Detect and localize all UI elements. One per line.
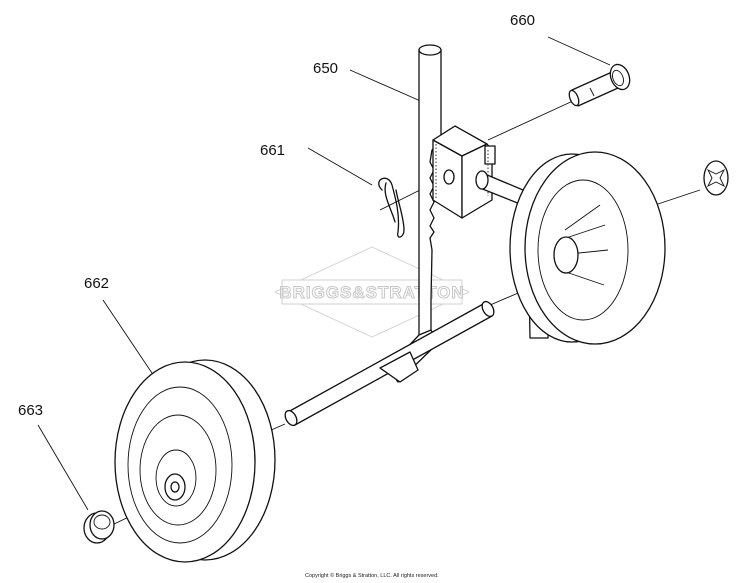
hairpin-clip-661 [378,177,405,238]
leader-660 [547,36,611,66]
rear-wheel-right [509,151,666,345]
callout-660: 660 [510,12,536,29]
hub-cap-663 [83,510,115,544]
leader-661 [307,147,373,186]
callout-650: 650 [313,60,339,77]
pin-660 [568,63,631,107]
watermark-text: BRIGGS&STRATTON [279,283,464,302]
leader-650 [349,69,426,104]
callout-663: 663 [18,402,44,419]
copyright-notice: Copyright © Briggs & Stratton, LLC. All … [305,573,439,579]
hub-cap-right [703,160,729,196]
leader-662 [102,299,161,386]
callout-661: 661 [260,142,286,159]
leader-663 [37,424,89,511]
callout-662: 662 [84,275,110,292]
briggs-stratton-watermark-logo: BRIGGS&STRATTON [273,246,471,338]
wheel-662 [114,359,276,563]
